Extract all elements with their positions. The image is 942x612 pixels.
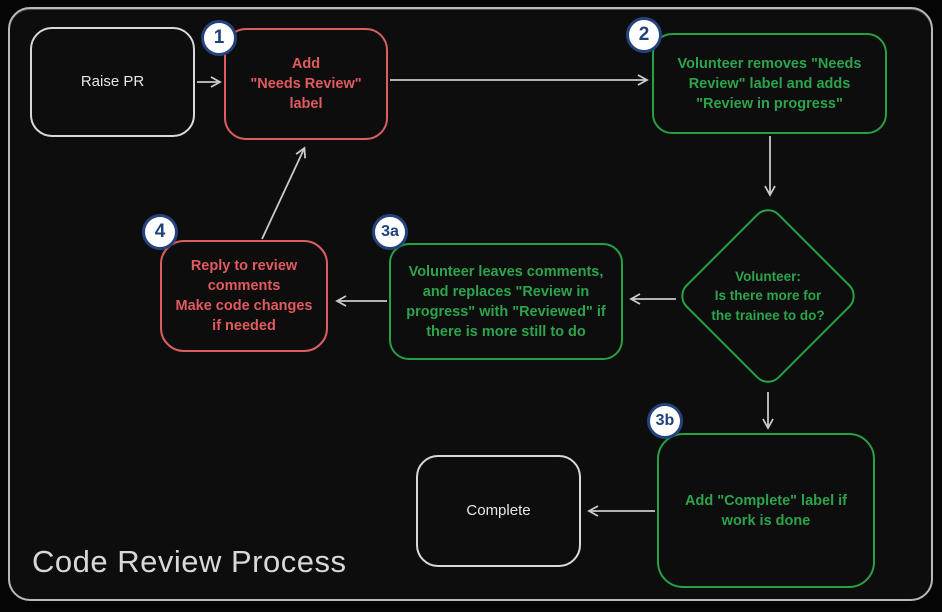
arrow-step4-to-step1: [261, 146, 307, 240]
step-badge-2-number: 2: [638, 24, 650, 45]
node-add-complete-text: Add "Complete" label if work is done: [685, 492, 847, 529]
node-reply-review-text: Reply to review comments Make code chang…: [175, 258, 313, 334]
diagram-title: Code Review Process: [32, 544, 347, 579]
node-complete-label: Complete: [466, 501, 531, 519]
step-badge-3b-number: 3b: [655, 412, 675, 429]
node-volunteer-leaves-comments: Volunteer leaves comments, and replaces …: [389, 243, 623, 360]
node-decision-label: Volunteer: Is there more for the trainee…: [656, 242, 880, 350]
step-badge-3a-number: 3a: [381, 223, 399, 240]
diagram-frame: [8, 7, 933, 601]
step-badge-2: 2: [626, 17, 662, 53]
node-raise-pr: Raise PR: [30, 27, 195, 137]
step-badge-4: 4: [142, 214, 178, 250]
node-complete: Complete: [416, 455, 581, 567]
node-decision-text: Volunteer: Is there more for the trainee…: [711, 268, 825, 323]
node-raise-pr-label: Raise PR: [80, 72, 145, 90]
node-volunteer-leaves-text: Volunteer leaves comments, and replaces …: [406, 263, 606, 340]
node-reply-to-review-comments: Reply to review comments Make code chang…: [160, 240, 328, 352]
node-volunteer-removes-label: Volunteer removes "Needs Review" label a…: [652, 33, 887, 134]
step-badge-1-number: 1: [213, 27, 225, 48]
node-volunteer-removes-text: Volunteer removes "Needs Review" label a…: [677, 55, 862, 112]
step-badge-4-number: 4: [154, 221, 166, 242]
step-badge-3b: 3b: [647, 403, 683, 439]
step-badge-1: 1: [201, 20, 237, 56]
node-add-needs-review-label: Add "Needs Review" label: [224, 28, 388, 140]
step-badge-3a: 3a: [372, 214, 408, 250]
node-add-needs-review-text: Add "Needs Review" label: [250, 56, 362, 112]
node-add-complete-label: Add "Complete" label if work is done: [657, 433, 875, 588]
